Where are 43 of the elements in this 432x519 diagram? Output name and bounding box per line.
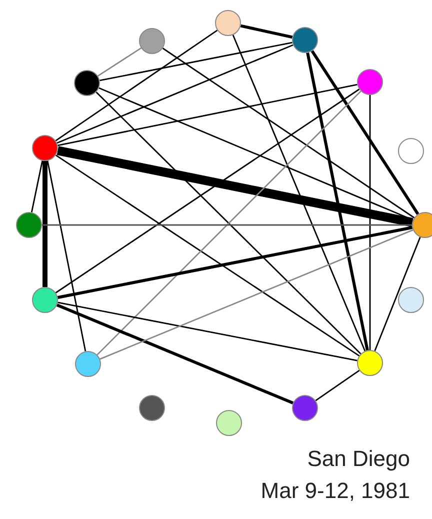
connector-line bbox=[58, 84, 358, 146]
node-circle bbox=[398, 287, 424, 313]
connector-line bbox=[55, 154, 360, 356]
connector-line bbox=[162, 48, 415, 218]
connector-line bbox=[42, 161, 48, 287]
node-circle bbox=[357, 69, 383, 95]
node-circle bbox=[16, 212, 42, 238]
node-circle bbox=[215, 10, 241, 36]
connector-line bbox=[58, 302, 358, 362]
connector-line bbox=[310, 50, 420, 215]
connector-line bbox=[30, 160, 44, 212]
connector-line bbox=[46, 160, 86, 352]
connector-line bbox=[232, 34, 366, 352]
caption-text: San Diego bbox=[307, 446, 410, 472]
connector-line bbox=[100, 42, 292, 82]
connector-line bbox=[374, 236, 421, 352]
connector-line bbox=[240, 24, 293, 39]
connector-line bbox=[57, 226, 413, 299]
connector-line bbox=[56, 146, 414, 227]
node-circle bbox=[412, 212, 432, 238]
connector-line bbox=[306, 52, 369, 351]
node-circle bbox=[139, 28, 165, 54]
node-circle bbox=[75, 351, 101, 377]
node-circle bbox=[32, 135, 58, 161]
connector-line bbox=[55, 88, 360, 294]
connector-line bbox=[55, 30, 218, 142]
connector-line bbox=[100, 229, 414, 360]
caption-text: Mar 9-12, 1981 bbox=[260, 478, 410, 504]
node-circle bbox=[292, 27, 318, 53]
node-circle bbox=[216, 410, 242, 436]
connector-line bbox=[369, 95, 371, 350]
node-circle bbox=[292, 395, 318, 421]
connector-line bbox=[98, 87, 414, 221]
connector-line bbox=[56, 304, 294, 404]
connector-line bbox=[315, 370, 360, 402]
connector-line bbox=[98, 47, 142, 77]
node-circle bbox=[398, 138, 424, 164]
node-circle bbox=[74, 70, 100, 96]
node-circle bbox=[32, 287, 58, 313]
connector-line bbox=[56, 44, 294, 144]
node-circle bbox=[357, 350, 383, 376]
node-circle bbox=[139, 395, 165, 421]
connector-line bbox=[42, 224, 412, 226]
